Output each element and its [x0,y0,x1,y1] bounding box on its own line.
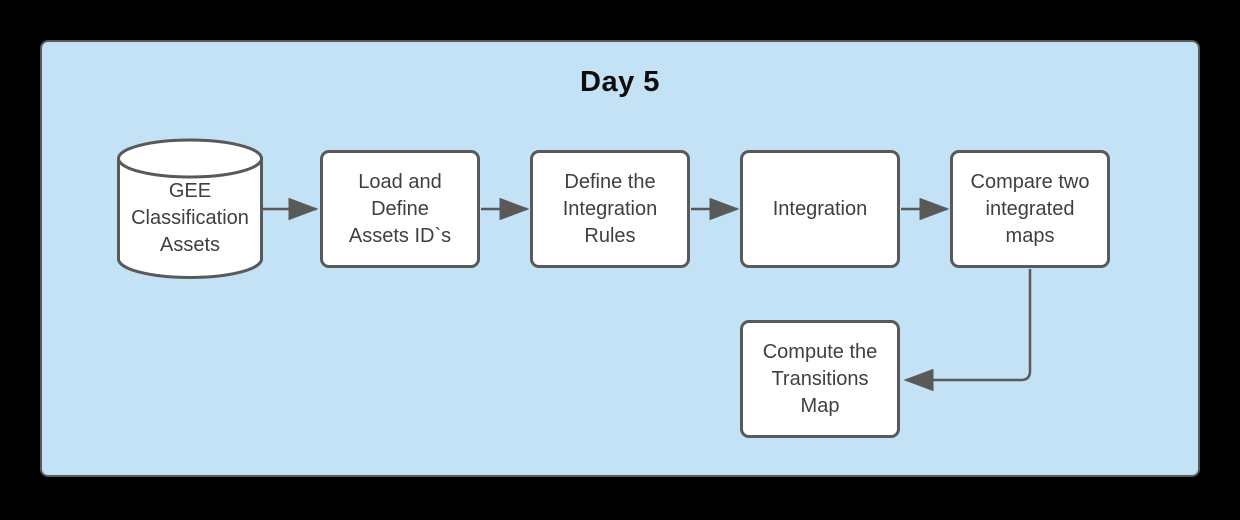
node-gee-classification-assets-label: GEE Classification Assets [131,180,249,256]
node-label: Load and Define Assets ID`s [348,170,452,247]
node-compare-two-integrated-maps: Compare two integrated maps [950,150,1110,268]
node-label: Compare two integrated maps [970,170,1090,247]
diagram-title: Day 5 [580,66,660,98]
node-compute-transitions-map: Compute the Transitions Map [740,320,900,438]
node-label: Compute the Transitions Map [762,340,878,417]
node-define-integration-rules: Define the Integration Rules [530,150,690,268]
node-integration: Integration [740,150,900,268]
node-load-define-assets-ids: Load and Define Assets ID`s [320,150,480,268]
node-label: Define the Integration Rules [562,170,658,247]
database-cylinder-shape [117,138,263,279]
node-label: Integration [772,197,868,220]
